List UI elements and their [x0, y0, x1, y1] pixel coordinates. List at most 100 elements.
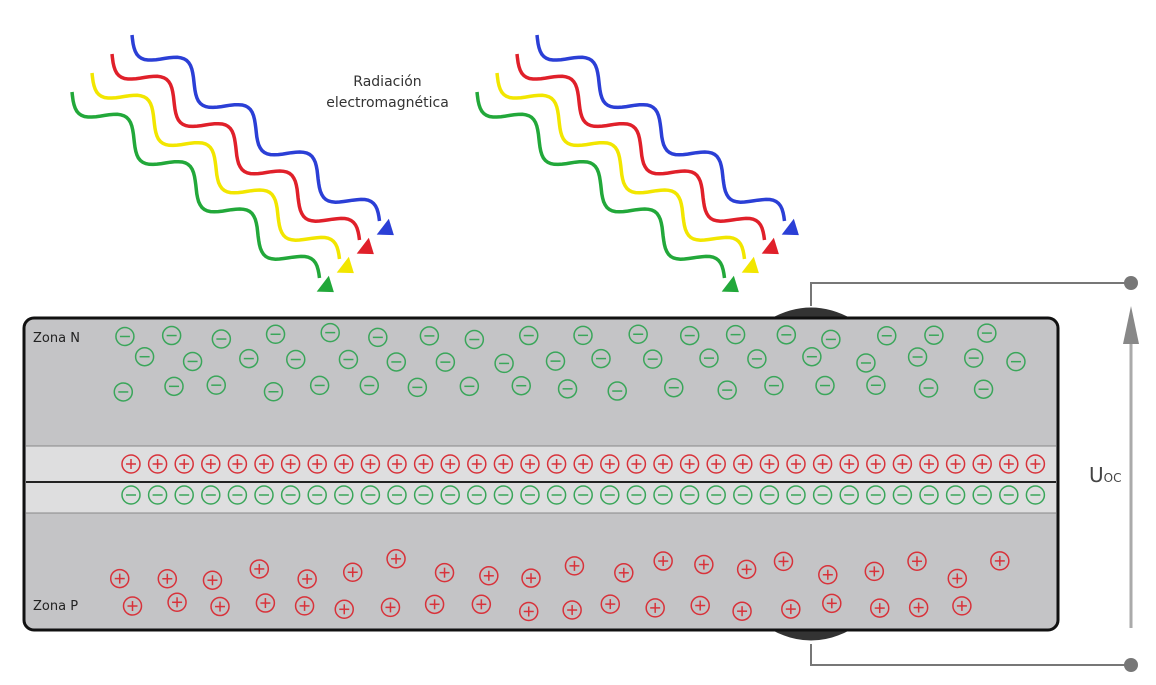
negative-charge-icon [307, 485, 327, 505]
wave-arrowhead-icon [316, 275, 334, 293]
negative-charge-icon [945, 485, 966, 505]
positive-charge-icon [440, 454, 460, 474]
negative-charge-icon [973, 379, 994, 399]
positive-charge-icon [434, 562, 455, 583]
positive-charge-icon [839, 454, 859, 474]
positive-charge-icon [600, 454, 620, 474]
positive-charge-icon [122, 596, 143, 616]
positive-charge-icon [773, 551, 794, 572]
positive-charge-icon [380, 597, 401, 618]
negative-charge-icon [334, 485, 354, 505]
voltage-symbol: U [1089, 463, 1104, 487]
depletion-region [26, 446, 1056, 513]
negative-charge-icon [725, 324, 746, 345]
negative-charge-icon [211, 329, 232, 349]
wave-red [110, 53, 362, 241]
negative-charge-icon [254, 485, 274, 505]
open-circuit-voltage-label: UOC [1089, 463, 1121, 487]
positive-charge-icon [972, 454, 992, 474]
positive-charge-icon [645, 598, 665, 618]
positive-charge-icon [690, 595, 710, 616]
positive-charge-icon [706, 454, 726, 474]
positive-charge-icon [653, 551, 673, 571]
positive-charge-icon [424, 594, 445, 615]
positive-charge-icon [342, 562, 363, 582]
positive-charge-icon [334, 454, 354, 474]
negative-charge-icon [360, 485, 381, 505]
negative-charge-icon [733, 485, 753, 505]
positive-charge-icon [307, 454, 327, 474]
negative-charge-icon [759, 485, 780, 505]
positive-charge-icon [781, 599, 801, 619]
negative-charge-icon [121, 485, 141, 505]
negative-charge-icon [546, 485, 567, 505]
negative-charge-icon [918, 378, 939, 398]
negative-charge-icon [419, 326, 440, 346]
voltage-arrow-head [1123, 306, 1139, 344]
positive-charge-icon [990, 551, 1010, 571]
negative-charge-icon [999, 485, 1019, 505]
radiation-label: Radiación electromagnética [300, 72, 475, 114]
positive-charge-icon [866, 454, 886, 474]
positive-charge-icon [864, 561, 885, 582]
radiation-label-line2: electromagnética [326, 95, 449, 111]
negative-charge-icon [607, 381, 627, 401]
radiation-label-line1: Radiación [353, 74, 422, 90]
negative-charge-icon [786, 485, 806, 505]
negative-charge-icon [206, 375, 227, 395]
negative-charge-icon [628, 324, 648, 344]
negative-charge-icon [1025, 485, 1046, 505]
negative-charge-icon [265, 324, 286, 345]
positive-charge-icon [564, 556, 585, 576]
negative-charge-icon [776, 325, 797, 345]
positive-charge-icon [869, 598, 890, 618]
positive-charge-icon [907, 551, 927, 572]
positive-charge-icon [413, 454, 434, 474]
voltage-subscript: OC [1103, 471, 1122, 485]
wave-arrowhead-icon [741, 256, 759, 274]
charge-carriers [109, 322, 1046, 622]
positive-charge-icon [493, 454, 514, 474]
positive-charge-icon [812, 454, 833, 474]
positive-charge-icon [255, 593, 276, 613]
negative-charge-icon [977, 323, 997, 343]
negative-charge-icon [113, 382, 134, 402]
negative-charge-icon [359, 375, 380, 396]
positive-charge-icon [294, 596, 315, 616]
electromagnetic-radiation-waves [70, 34, 799, 293]
positive-charge-icon [732, 601, 752, 621]
positive-charge-icon [167, 592, 187, 613]
negative-charge-icon [964, 348, 984, 368]
positive-charge-icon [999, 454, 1019, 474]
wave-green [475, 91, 727, 279]
positive-charge-icon [892, 454, 913, 474]
negative-charge-icon [239, 348, 259, 369]
negative-charge-icon [520, 485, 540, 505]
negative-charge-icon [493, 485, 514, 505]
negative-charge-icon [387, 485, 407, 505]
negative-charge-icon [747, 349, 767, 369]
positive-charge-icon [471, 594, 492, 615]
negative-charge-icon [924, 325, 944, 345]
positive-charge-icon [653, 454, 673, 474]
positive-charge-icon [479, 566, 499, 586]
negative-charge-icon [866, 485, 886, 505]
wave-arrowhead-icon [761, 237, 779, 255]
negative-charge-icon [642, 349, 663, 369]
wave-yellow [495, 72, 747, 260]
positive-charge-icon [952, 596, 972, 616]
positive-charge-icon [736, 559, 757, 580]
positive-charge-icon [386, 549, 406, 569]
positive-charge-icon [546, 454, 567, 474]
positive-charge-icon [626, 454, 647, 474]
negative-charge-icon [877, 326, 897, 346]
positive-charge-icon [297, 569, 317, 589]
negative-charge-icon [699, 348, 719, 368]
negative-charge-icon [815, 375, 835, 396]
wave-yellow [90, 72, 342, 260]
negative-charge-icon [866, 375, 886, 395]
positive-charge-icon [562, 600, 582, 620]
negative-charge-icon [856, 353, 876, 373]
positive-charge-icon [908, 597, 929, 618]
